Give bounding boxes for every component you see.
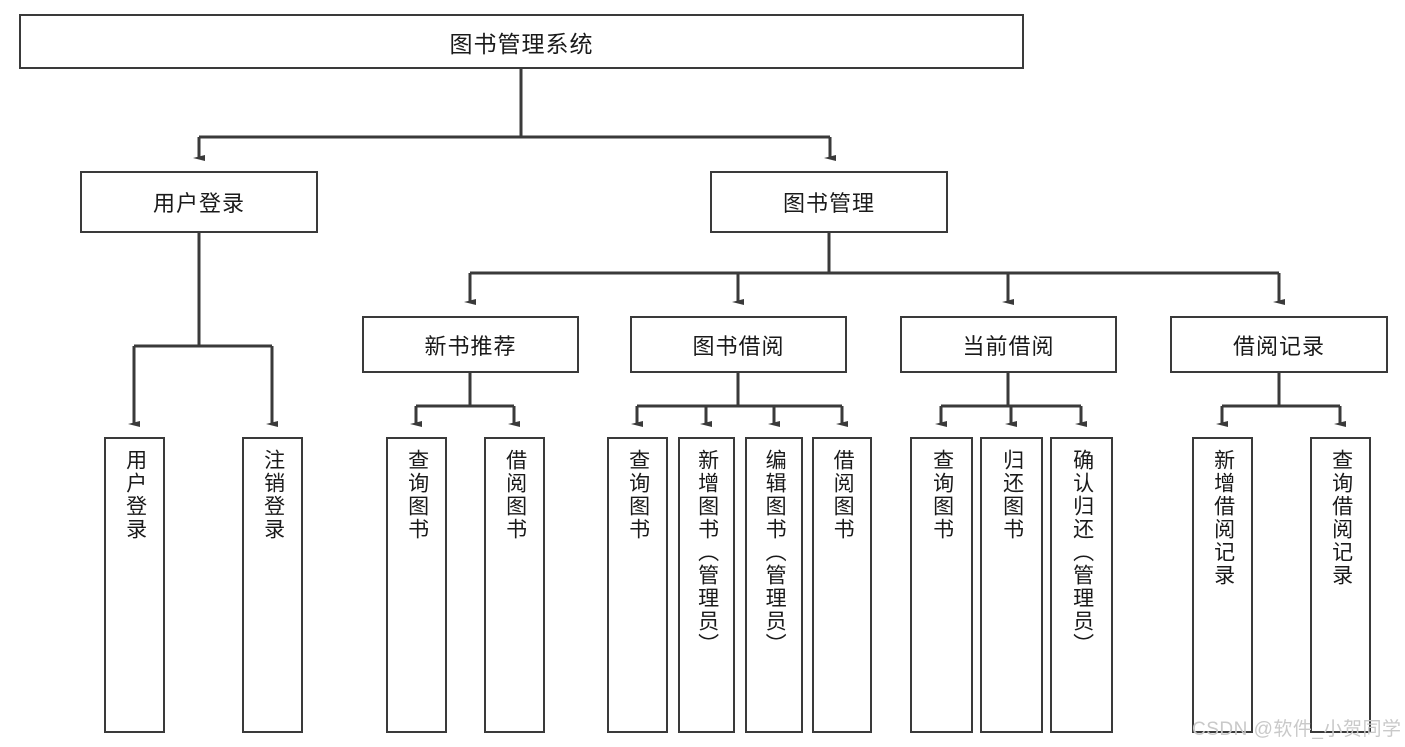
leaf-query-book-1-label: 查询图书 xyxy=(405,449,429,541)
leaf-borrow-book-2-label: 借阅图书 xyxy=(831,449,855,541)
node-book-manage[interactable]: 图书管理 xyxy=(710,171,948,233)
leaf-query-book-1[interactable]: 查询图书 xyxy=(386,437,447,733)
leaf-add-book[interactable]: 新增图书（管理员） xyxy=(678,437,735,733)
leaf-confirm-return-label: 确认归还（管理员） xyxy=(1070,449,1094,656)
leaf-query-book-3[interactable]: 查询图书 xyxy=(910,437,973,733)
leaf-logout[interactable]: 注销登录 xyxy=(242,437,303,733)
leaf-logout-label: 注销登录 xyxy=(261,449,285,541)
leaf-user-login[interactable]: 用户登录 xyxy=(104,437,165,733)
leaf-edit-book[interactable]: 编辑图书（管理员） xyxy=(745,437,803,733)
node-new-book-recommend-label: 新书推荐 xyxy=(424,333,517,359)
node-current-borrow[interactable]: 当前借阅 xyxy=(900,316,1117,373)
leaf-borrow-book-1[interactable]: 借阅图书 xyxy=(484,437,545,733)
leaf-add-record-label: 新增借阅记录 xyxy=(1211,449,1235,587)
leaf-user-login-label: 用户登录 xyxy=(123,449,147,541)
node-borrow-record-label: 借阅记录 xyxy=(1232,333,1325,359)
node-root[interactable]: 图书管理系统 xyxy=(19,14,1024,69)
leaf-return-book-label: 归还图书 xyxy=(1000,449,1024,541)
leaf-return-book[interactable]: 归还图书 xyxy=(980,437,1043,733)
leaf-confirm-return[interactable]: 确认归还（管理员） xyxy=(1050,437,1113,733)
node-borrow-record[interactable]: 借阅记录 xyxy=(1170,316,1388,373)
node-book-manage-label: 图书管理 xyxy=(782,191,875,216)
leaf-query-book-3-label: 查询图书 xyxy=(930,449,954,541)
node-root-label: 图书管理系统 xyxy=(449,30,594,57)
leaf-edit-book-label: 编辑图书（管理员） xyxy=(763,449,787,656)
leaf-add-book-label: 新增图书（管理员） xyxy=(695,449,719,656)
leaf-borrow-book-1-label: 借阅图书 xyxy=(503,449,527,541)
leaf-query-book-2-label: 查询图书 xyxy=(626,449,650,541)
node-current-borrow-label: 当前借阅 xyxy=(962,333,1055,359)
node-book-borrow[interactable]: 图书借阅 xyxy=(630,316,847,373)
node-book-borrow-label: 图书借阅 xyxy=(692,333,785,359)
node-new-book-recommend[interactable]: 新书推荐 xyxy=(362,316,579,373)
node-user-login[interactable]: 用户登录 xyxy=(80,171,318,233)
leaf-borrow-book-2[interactable]: 借阅图书 xyxy=(812,437,872,733)
leaf-query-book-2[interactable]: 查询图书 xyxy=(607,437,668,733)
leaf-add-record[interactable]: 新增借阅记录 xyxy=(1192,437,1253,733)
node-user-login-label: 用户登录 xyxy=(152,191,245,216)
watermark: CSDN @软件_小贺同学 xyxy=(1192,719,1402,740)
leaf-query-record[interactable]: 查询借阅记录 xyxy=(1310,437,1371,733)
leaf-query-record-label: 查询借阅记录 xyxy=(1329,449,1353,587)
